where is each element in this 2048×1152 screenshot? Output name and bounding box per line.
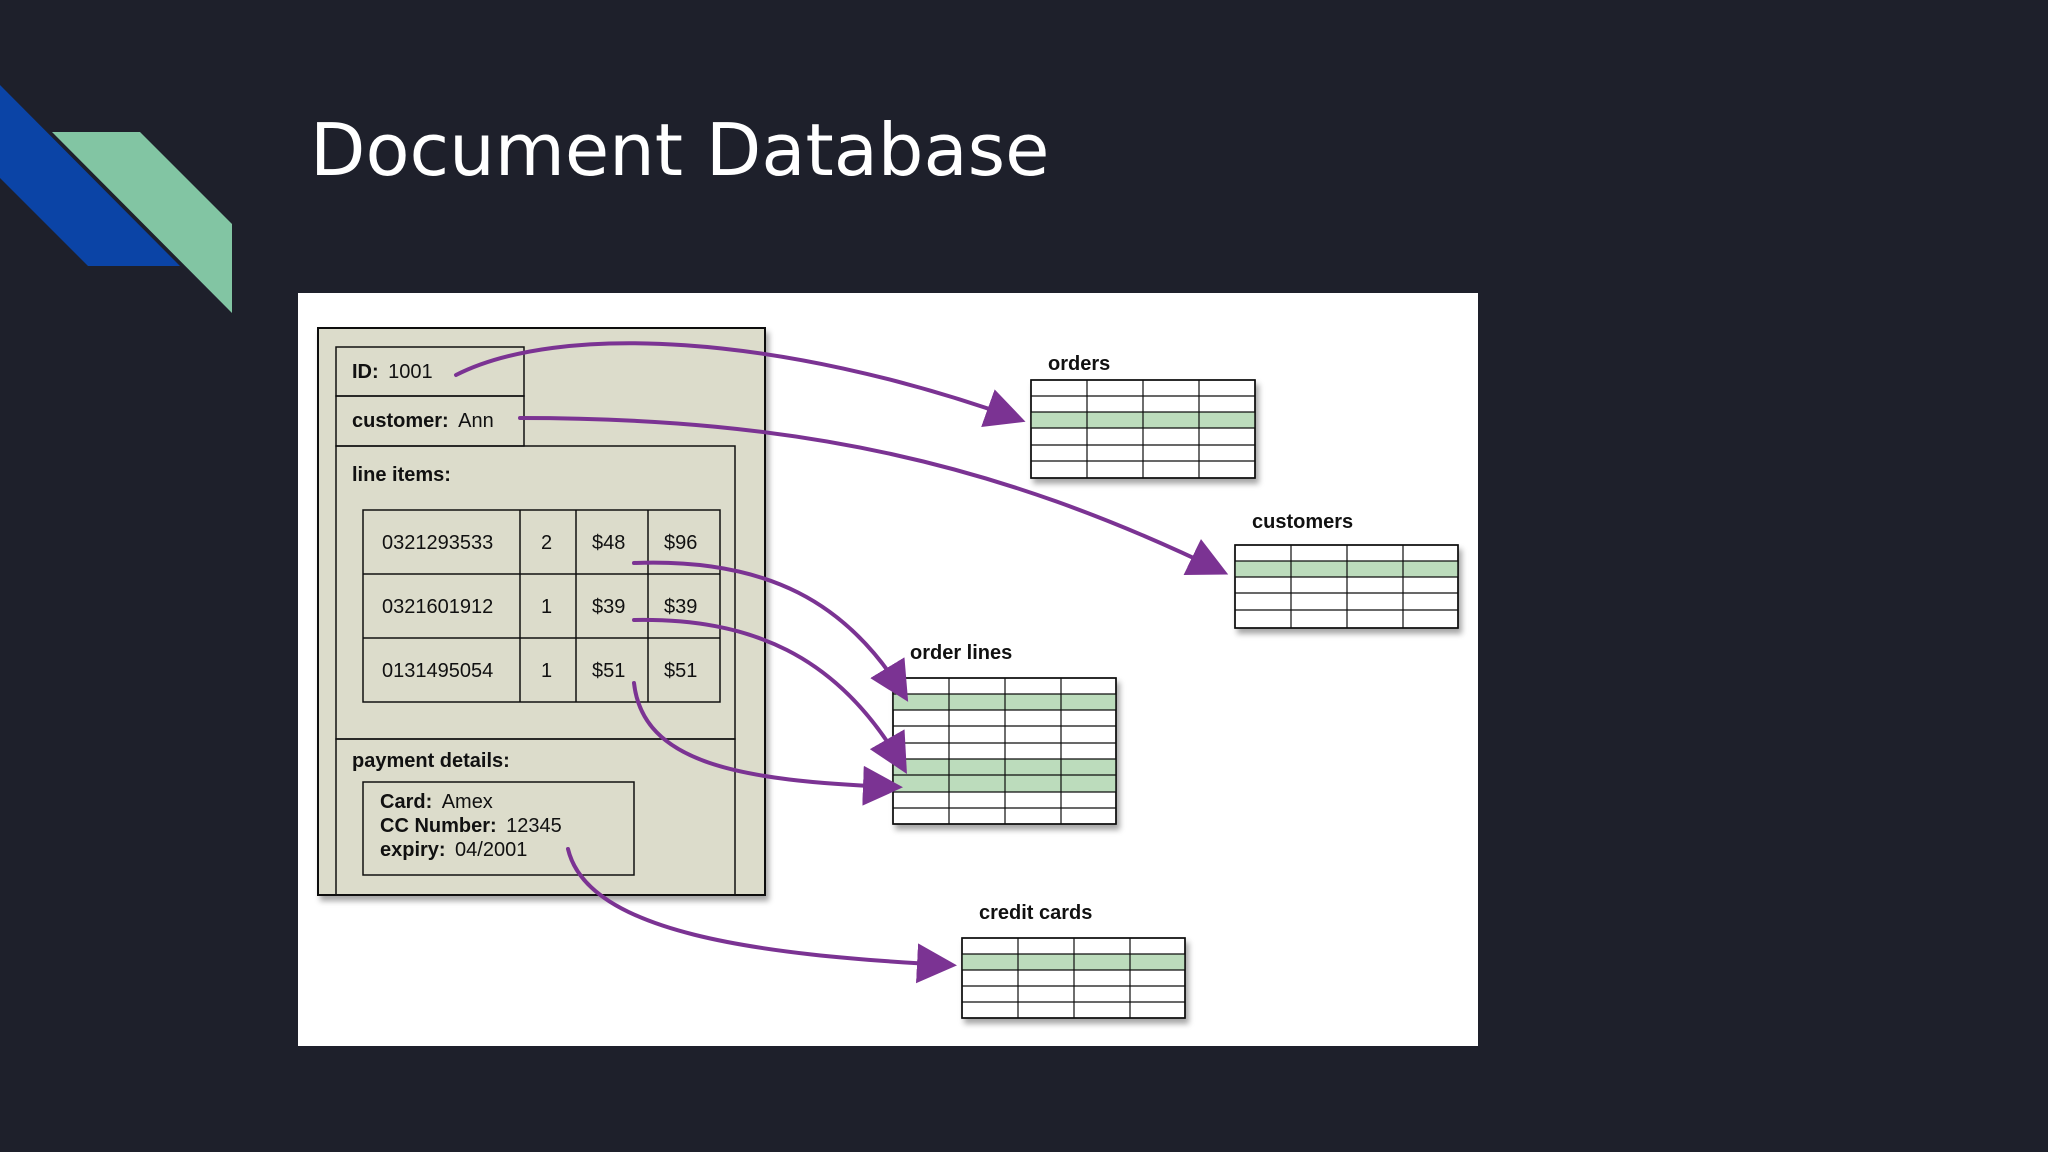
total-cell: $51 <box>664 660 697 682</box>
order-lines-table: order lines <box>892 642 1117 825</box>
expiry-label: expiry: <box>380 839 446 861</box>
credit-cards-table-label: credit cards <box>979 902 1092 924</box>
svg-text:CC Number: 12345: CC Number: 12345 <box>380 815 562 837</box>
customer-label: customer: <box>352 410 449 432</box>
arrow-payment-to-credit-cards <box>566 847 957 984</box>
arrow-customer-to-customers <box>518 416 1229 576</box>
arrow-item2-to-order-lines <box>632 617 907 774</box>
line-items-label: line items: <box>352 464 451 486</box>
table-row: 0321601912 1 $39 $39 <box>382 596 697 618</box>
cc-value: 12345 <box>506 815 562 837</box>
line-items-table: 0321293533 2 $48 $96 0321601912 1 $39 $3… <box>362 509 721 703</box>
id-label: ID: <box>352 361 379 383</box>
isbn-cell: 0131495054 <box>382 660 493 682</box>
deco-green-stripe <box>52 132 232 313</box>
customers-table: customers <box>1234 511 1459 629</box>
svg-text:Card: Amex: Card: Amex <box>380 791 493 813</box>
payment-label: payment details: <box>352 750 510 772</box>
document-box <box>317 327 766 896</box>
table-row: 0321293533 2 $48 $96 <box>382 532 697 554</box>
customer-value: Ann <box>458 410 494 432</box>
document-database-diagram: ID: 1001 customer: Ann line items: <box>317 327 1459 1019</box>
slide-title: Document Database <box>310 108 1050 192</box>
deco-blue-stripe <box>0 85 180 266</box>
customers-table-label: customers <box>1252 511 1353 533</box>
payment-section <box>335 738 736 896</box>
total-cell: $39 <box>664 596 697 618</box>
arrow-id-to-orders <box>454 341 1026 428</box>
table-row: 0131495054 1 $51 $51 <box>382 660 697 682</box>
total-cell: $96 <box>664 532 697 554</box>
isbn-cell: 0321601912 <box>382 596 493 618</box>
mapping-arrows <box>454 341 1229 984</box>
orders-table: orders <box>1030 353 1256 479</box>
diagram-figure: ID: 1001 customer: Ann line items: <box>298 293 1478 1046</box>
qty-cell: 1 <box>541 596 552 618</box>
qty-cell: 2 <box>541 532 552 554</box>
orders-table-label: orders <box>1048 353 1110 375</box>
corner-decoration <box>0 85 232 313</box>
credit-cards-table: credit cards <box>961 902 1186 1019</box>
price-cell: $48 <box>592 532 625 554</box>
isbn-cell: 0321293533 <box>382 532 493 554</box>
arrow-item1-to-order-lines <box>632 560 909 702</box>
order-document: ID: 1001 customer: Ann line items: <box>317 327 766 896</box>
svg-text:customer: Ann: customer: Ann <box>352 410 494 432</box>
id-value: 1001 <box>388 361 433 383</box>
cc-label: CC Number: <box>380 815 497 837</box>
expiry-value: 04/2001 <box>455 839 527 861</box>
card-label: Card: <box>380 791 432 813</box>
price-cell: $39 <box>592 596 625 618</box>
order-lines-table-label: order lines <box>910 642 1012 664</box>
qty-cell: 1 <box>541 660 552 682</box>
price-cell: $51 <box>592 660 625 682</box>
payment-box <box>362 781 635 876</box>
svg-text:ID: 1001: ID: 1001 <box>352 361 433 383</box>
arrow-item3-to-order-lines <box>632 681 903 806</box>
svg-text:expiry: 04/2001: expiry: 04/2001 <box>380 839 527 861</box>
card-value: Amex <box>442 791 493 813</box>
